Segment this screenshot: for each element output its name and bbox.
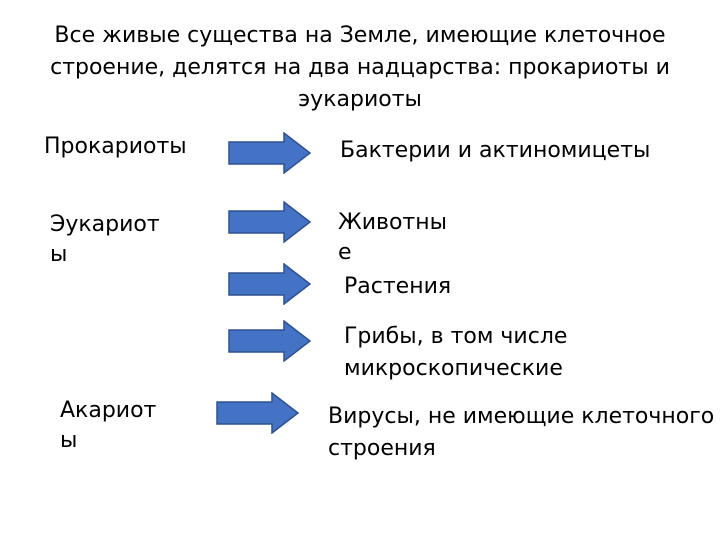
label-animals: Животные [338,210,447,265]
slide-title: Все живые существа на Земле, имеющие кле… [50,23,670,112]
label-prokaryotes: Прокариоты [44,134,187,159]
label-viruses-line2: строения [328,436,436,461]
arrow-right-icon [228,320,312,362]
label-plants: Растения [344,274,452,299]
label-bacteria: Бактерии и актиномицеты [340,138,651,163]
arrow-right-icon [216,392,300,434]
arrow-right-icon [228,263,312,305]
label-fungi-line1: Грибы, в том числе [344,324,568,349]
label-eukaryotes: Эукариоты [50,212,160,267]
arrow-right-icon [228,132,312,174]
label-acaryotes: Акариоты [60,398,157,453]
label-viruses-line1: Вирусы, не имеющие клеточного [328,404,715,429]
label-fungi-line2: микроскопические [344,356,563,381]
arrow-right-icon [228,201,312,243]
